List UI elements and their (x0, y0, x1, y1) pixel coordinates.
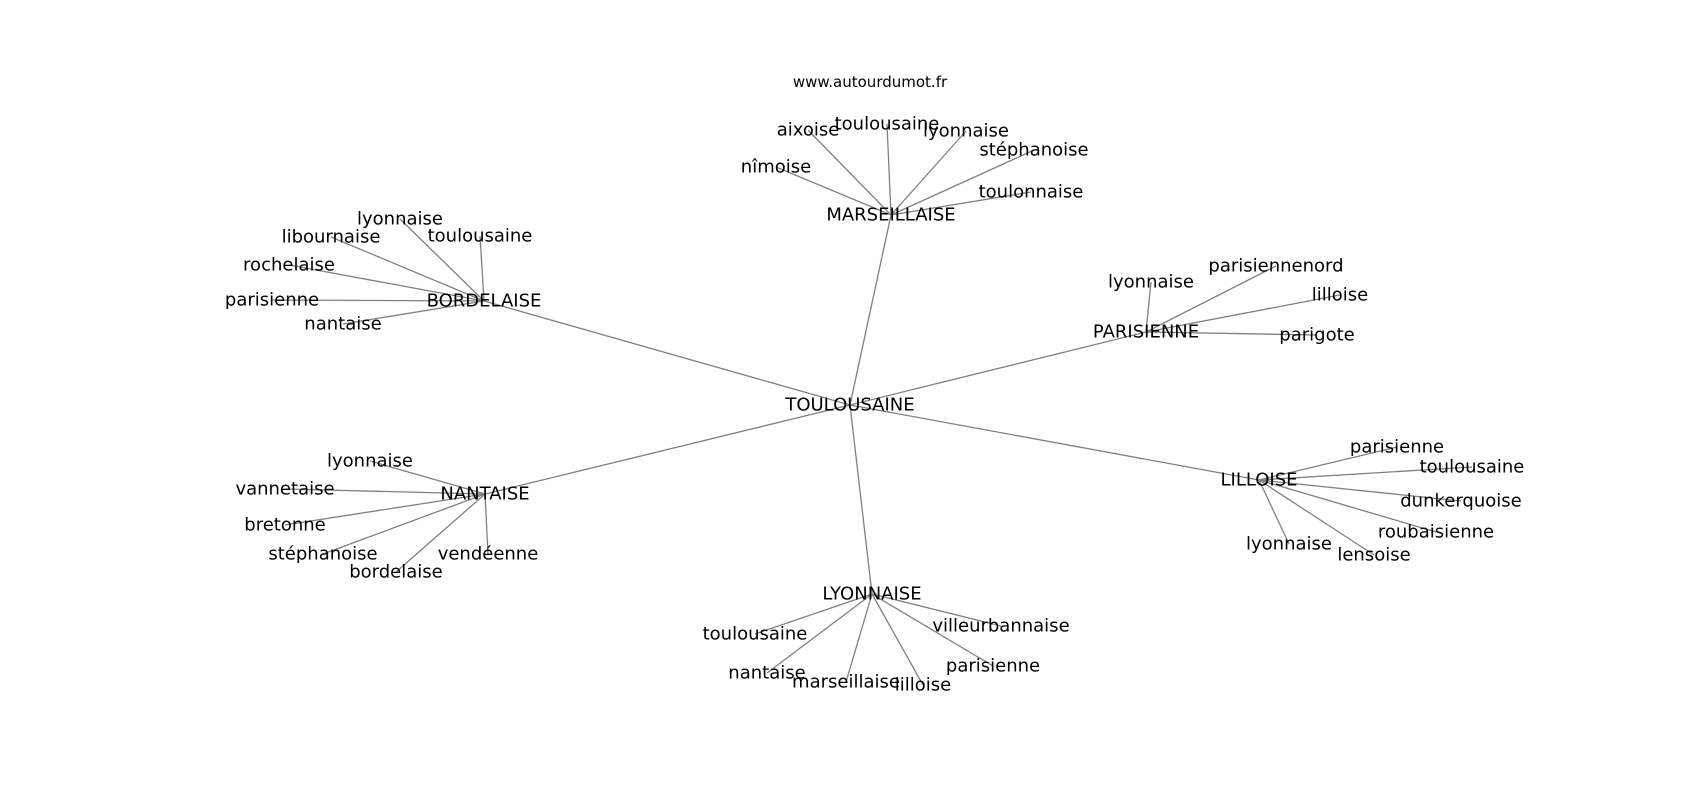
edge-marseillaise-leaf (890, 130, 967, 216)
edge-center-marseillaise (849, 214, 892, 406)
edge-bordelaise-leaf (399, 218, 485, 302)
edge-lyonnaise-leaf (845, 593, 873, 683)
leaf-node[interactable]: toulousaine (703, 624, 808, 645)
hub-node-nantaise[interactable]: NANTAISE (440, 484, 529, 505)
edge-lilloise-leaf (1258, 446, 1398, 481)
edge-lilloise-leaf (1258, 479, 1462, 502)
edge-center-parisienne (849, 331, 1147, 406)
leaf-node[interactable]: parigote (1279, 325, 1354, 346)
leaf-node[interactable]: nîmoise (741, 157, 811, 178)
leaf-node[interactable]: stéphanoise (268, 544, 377, 565)
edge-marseillaise-leaf (890, 149, 1035, 216)
edge-lilloise-leaf (1258, 466, 1473, 481)
leaf-node[interactable]: parisiennenord (1208, 256, 1343, 277)
graph-labels: www.autourdumot.fr TOULOUSAINE MARSEILLAI… (225, 73, 1525, 696)
leaf-node[interactable]: villeurbannaise (932, 616, 1069, 637)
leaf-node[interactable]: marseillaise (792, 672, 900, 693)
edge-marseillaise-leaf (886, 123, 892, 216)
edge-lyonnaise-leaf (871, 593, 994, 667)
edge-parisienne-leaf (1145, 281, 1152, 333)
leaf-node[interactable]: toulousaine (1420, 457, 1525, 478)
edge-parisienne-leaf (1145, 331, 1318, 336)
leaf-node[interactable]: nantaise (728, 663, 805, 684)
edge-center-bordelaise (483, 300, 851, 406)
leaf-node[interactable]: lyonnaise (1246, 534, 1332, 555)
edge-center-lyonnaise (849, 404, 873, 595)
edge-bordelaise-leaf (330, 236, 485, 302)
leaf-node[interactable]: stéphanoise (979, 140, 1088, 161)
edge-lyonnaise-leaf (871, 593, 1002, 627)
edge-parisienne-leaf (1145, 294, 1341, 333)
edge-nantaise-leaf (284, 488, 486, 495)
leaf-node[interactable]: bordelaise (349, 562, 443, 583)
leaf-node[interactable]: toulousaine (835, 114, 940, 135)
hub-node-parisienne[interactable]: PARISIENNE (1093, 322, 1199, 343)
edge-center-lilloise (849, 404, 1260, 481)
edge-nantaise-leaf (322, 493, 486, 555)
edge-nantaise-leaf (369, 460, 486, 495)
edge-nantaise-leaf (284, 493, 486, 526)
leaf-node[interactable]: libournaise (282, 227, 381, 248)
edge-center-nantaise (484, 404, 851, 495)
leaf-node[interactable]: lyonnaise (923, 121, 1009, 142)
edge-bordelaise-leaf (479, 235, 485, 302)
edge-parisienne-leaf (1145, 265, 1277, 333)
leaf-node[interactable]: parisienne (225, 290, 319, 311)
leaf-node[interactable]: parisienne (1350, 437, 1444, 458)
leaf-node[interactable]: parisienne (946, 656, 1040, 677)
edge-lyonnaise-leaf (871, 593, 924, 686)
leaf-node[interactable]: lyonnaise (327, 451, 413, 472)
hub-node-lyonnaise[interactable]: LYONNAISE (822, 584, 921, 605)
edge-bordelaise-leaf (288, 264, 485, 302)
leaf-node[interactable]: vannetaise (235, 479, 334, 500)
edge-bordelaise-leaf (342, 300, 485, 325)
leaf-node[interactable]: lilloise (895, 675, 951, 696)
hub-node-bordelaise[interactable]: BORDELAISE (427, 291, 542, 312)
edge-marseillaise-leaf (890, 191, 1032, 216)
center-node[interactable]: TOULOUSAINE (784, 395, 914, 416)
leaf-node[interactable]: lyonnaise (1108, 272, 1194, 293)
hub-node-marseillaise[interactable]: MARSEILLAISE (826, 205, 955, 226)
leaf-node[interactable]: vendéenne (438, 544, 539, 565)
edge-lyonnaise-leaf (766, 593, 873, 674)
leaf-node[interactable]: bretonne (244, 515, 325, 536)
leaf-node[interactable]: lensoise (1337, 545, 1410, 566)
edge-lilloise-leaf (1258, 479, 1290, 545)
leaf-node[interactable]: toulousaine (428, 226, 533, 247)
edge-marseillaise-leaf (775, 166, 892, 216)
leaf-node[interactable]: toulonnaise (979, 182, 1084, 203)
graph-edges (271, 123, 1473, 686)
edge-lyonnaise-leaf (754, 593, 873, 635)
edge-nantaise-leaf (395, 493, 486, 573)
edge-lilloise-leaf (1258, 479, 1375, 556)
site-url[interactable]: www.autourdumot.fr (793, 73, 948, 91)
hub-node-lilloise[interactable]: LILLOISE (1220, 470, 1297, 491)
leaf-node[interactable]: lyonnaise (357, 209, 443, 230)
leaf-node[interactable]: aixoise (777, 120, 840, 141)
leaf-node[interactable]: lilloise (1312, 285, 1368, 306)
edge-bordelaise-leaf (271, 299, 485, 302)
edge-marseillaise-leaf (807, 129, 892, 216)
leaf-node[interactable]: dunkerquoise (1400, 491, 1521, 512)
edge-lilloise-leaf (1258, 479, 1437, 533)
edge-nantaise-leaf (484, 493, 489, 555)
leaf-node[interactable]: nantaise (304, 314, 381, 335)
leaf-node[interactable]: roubaisienne (1378, 522, 1494, 543)
leaf-node[interactable]: rochelaise (243, 255, 335, 276)
